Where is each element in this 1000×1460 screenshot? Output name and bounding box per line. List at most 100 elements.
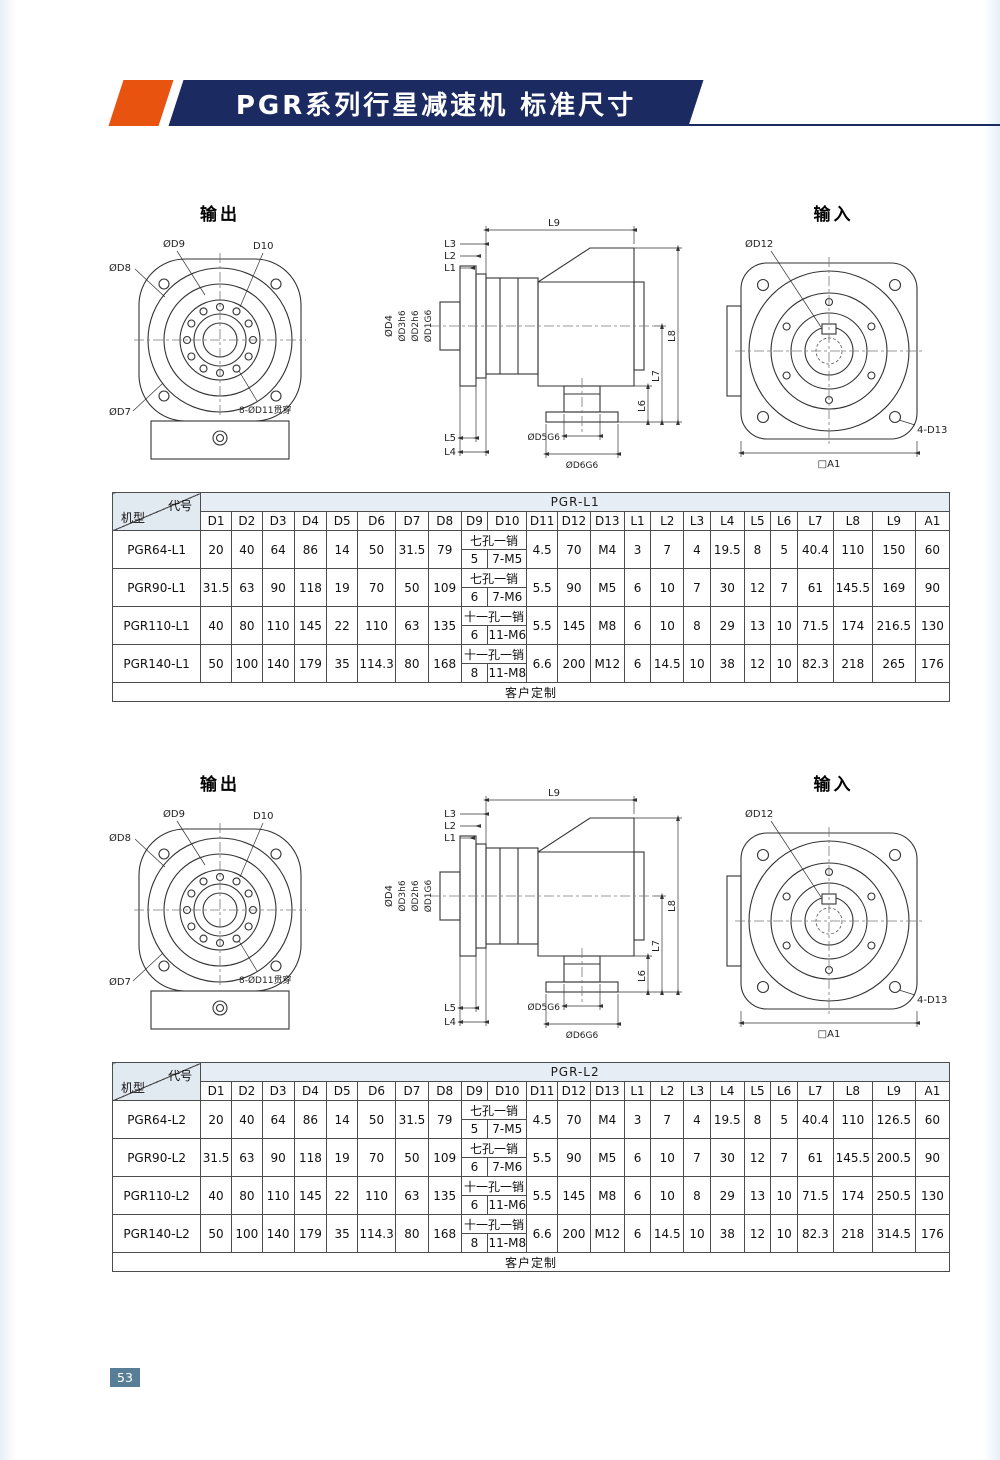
column-header-cell: D9 [460,1081,489,1101]
column-header-cell: D6 [357,511,397,531]
dim-value-cell: 12 [743,644,772,683]
corner-cell: 代号机型 [111,1062,202,1101]
dim-label-d5: ØD5G6 [527,432,560,443]
dim-value-cell: 7 [650,1100,685,1139]
dim-value-cell: 110 [261,606,295,645]
header-accent-shape [108,80,174,126]
dim-value-cell: 6 [623,644,652,683]
dim-value-cell: 145.5 [832,568,873,607]
dim-value-cell: 4.5 [526,1100,559,1139]
column-header-cell: D3 [261,1081,295,1101]
dim-value-cell: 10 [650,1176,685,1215]
dim-label-l9: L9 [548,218,560,229]
dim-value-cell: 176 [914,1214,951,1253]
column-header-cell: D7 [395,1081,429,1101]
d9-value-cell: 6 [460,625,489,645]
dim-value-cell: 40 [230,1100,263,1139]
dim-label-a1: □A1 [817,459,840,470]
pin-type-cell: 七孔一销 [460,530,528,550]
dim-value-cell: 140 [261,1214,295,1253]
dim-value-cell: 5.5 [526,568,559,607]
column-header-cell: D1 [200,511,232,531]
d9-value-cell: 6 [460,1157,489,1177]
dim-value-cell: 20 [200,530,232,569]
dim-value-cell: 8 [683,1176,711,1215]
dim-value-cell: 12 [743,568,772,607]
column-header-cell: D11 [526,1081,559,1101]
dim-value-cell: 5 [770,1100,798,1139]
d9-value-cell: 8 [460,663,489,683]
dim-value-cell: 79 [427,530,462,569]
dim-label-d12: ØD12 [745,808,773,820]
column-header-cell: D10 [487,511,528,531]
output-view-title: 输出 [200,775,240,795]
dim-value-cell: M4 [589,1100,625,1139]
model-cell: PGR140-L1 [111,644,202,683]
corner-cell: 代号机型 [111,492,202,531]
column-header-cell: A1 [914,1081,951,1101]
dim-label-d12: ØD12 [745,238,773,250]
column-header-cell: D12 [557,1081,591,1101]
dim-value-cell: 38 [709,1214,745,1253]
column-header-cell: D5 [326,1081,359,1101]
model-cell: PGR140-L2 [111,1214,202,1253]
dim-value-cell: 4 [683,530,711,569]
column-header-cell: L4 [709,511,745,531]
dim-value-cell: 135 [427,1176,462,1215]
dim-label-l9: L9 [548,788,560,799]
dim-label-d3: ØD3h6 [397,880,408,911]
dim-value-cell: 179 [293,1214,328,1253]
dim-value-cell: 110 [832,530,873,569]
dim-value-cell: 61 [796,568,834,607]
dim-value-cell: 19.5 [709,1100,745,1139]
side-view: L9 L3 L2 L1 ØD4 ØD3h6 ØD2h6 ØD1G6 L5 L4 … [347,186,699,486]
output-view: 输出 [106,186,334,477]
side-view-drawing: L9 L3 L2 L1 ØD4 ØD3h6 ØD2h6 ØD1G6 L5 L4 … [383,218,682,471]
dim-value-cell: 86 [293,1100,328,1139]
dim-value-cell: 50 [395,1138,429,1177]
dim-label-l4: L4 [444,1017,456,1028]
dim-value-cell: 130 [914,1176,951,1215]
dim-label-l8: L8 [667,900,678,912]
dim-value-cell: 6 [623,1138,652,1177]
dim-label-l6: L6 [637,970,648,982]
dim-value-cell: 38 [709,644,745,683]
dim-value-cell: 5 [770,530,798,569]
dim-value-cell: 109 [427,1138,462,1177]
dim-value-cell: 6 [623,1214,652,1253]
dim-value-cell: 29 [709,1176,745,1215]
dim-value-cell: 250.5 [871,1176,916,1215]
page-header: PGR系列行星减速机 标准尺寸 [0,80,1000,130]
dim-value-cell: 110 [357,1176,397,1215]
dim-label-l5: L5 [444,1003,456,1014]
corner-model-label: 机型 [121,1081,146,1095]
d10-value-cell: 7-M5 [487,549,528,569]
dim-label-l6: L6 [637,400,648,412]
d10-value-cell: 11-M8 [487,1233,528,1253]
dim-value-cell: 31.5 [395,530,429,569]
dim-value-cell: 7 [770,568,798,607]
dim-value-cell: M5 [589,1138,625,1177]
dim-value-cell: 5.5 [526,1176,559,1215]
dim-value-cell: 10 [770,606,798,645]
dim-label-d6: ØD6G6 [565,460,598,471]
dim-value-cell: 145 [293,606,328,645]
customization-footer-cell: 客户定制 [112,682,950,702]
dim-value-cell: 100 [230,644,263,683]
dim-value-cell: 7 [683,568,711,607]
column-header-cell: D8 [427,511,462,531]
dim-value-cell: 10 [770,644,798,683]
d10-value-cell: 7-M5 [487,1119,528,1139]
dim-value-cell: 19 [326,568,359,607]
dim-value-cell: 218 [832,644,873,683]
dim-value-cell: 90 [914,568,951,607]
column-header-cell: L8 [832,1081,873,1101]
dim-value-cell: 130 [914,606,951,645]
column-header-cell: D1 [200,1081,232,1101]
dim-value-cell: 6.6 [526,644,559,683]
column-header-cell: D13 [589,1081,625,1101]
dim-value-cell: 4.5 [526,530,559,569]
dim-value-cell: 100 [230,1214,263,1253]
dim-value-cell: 8 [743,530,772,569]
dim-value-cell: 10 [650,606,685,645]
